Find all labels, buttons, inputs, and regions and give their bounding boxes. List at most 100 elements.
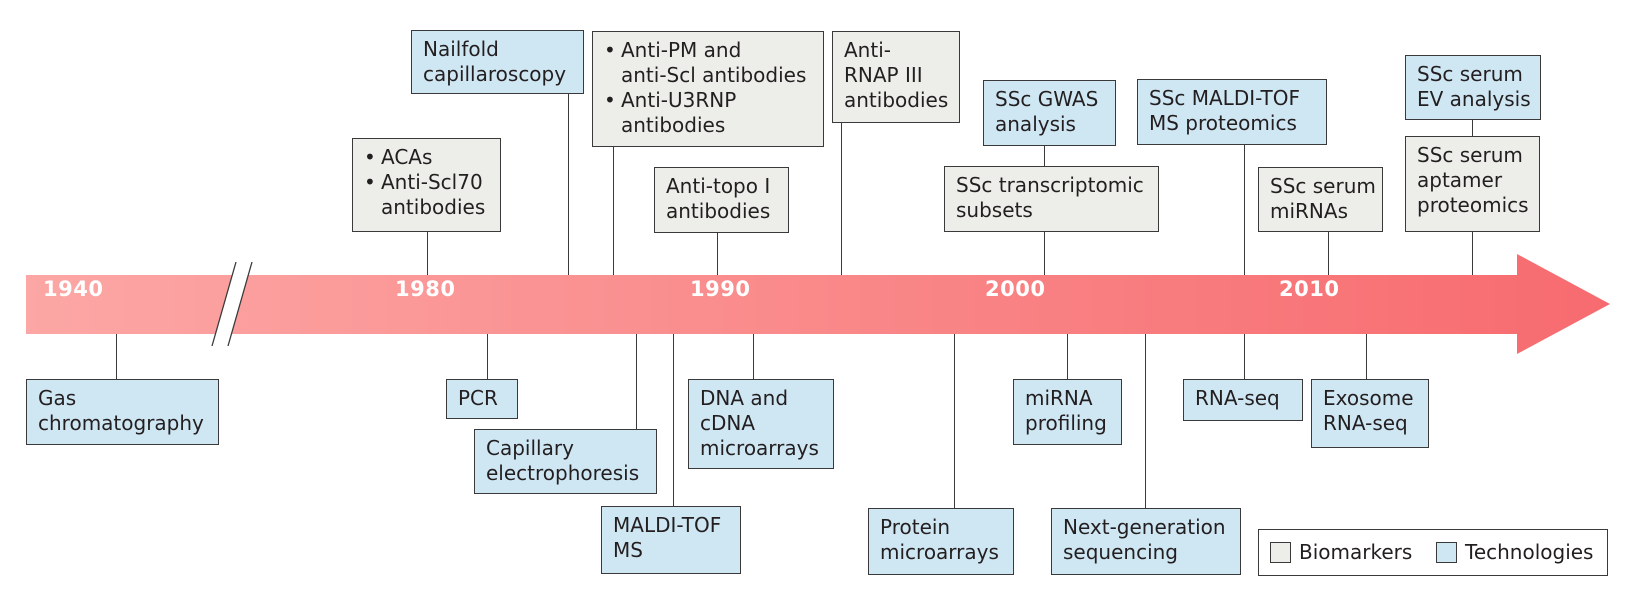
biomarker-acas: ACAs Anti-Scl70 antibodies — [352, 138, 501, 232]
box-text: miRNAs — [1270, 199, 1348, 223]
technology-pcr: PCR — [446, 379, 518, 419]
biomarker-anti-pm: Anti-PM and anti-Scl antibodies Anti-U3R… — [592, 31, 824, 147]
box-text: Anti-topo I — [666, 174, 771, 198]
biomarker-anti-topo: Anti-topo I antibodies — [654, 167, 789, 233]
box-text: microarrays — [880, 540, 999, 564]
technology-nailfold: Nailfold capillaroscopy — [411, 30, 584, 94]
box-text: chromatography — [38, 411, 204, 435]
box-text: miRNA — [1025, 386, 1093, 410]
year-2000: 2000 — [985, 277, 1046, 301]
connector — [487, 334, 488, 379]
bullet-text: ACAs — [364, 145, 491, 170]
bullet-text: Anti-PM and — [604, 38, 814, 63]
box-text: antibodies — [844, 88, 949, 112]
box-text: EV analysis — [1417, 87, 1531, 111]
connector — [1244, 145, 1245, 275]
box-text: cDNA — [700, 411, 756, 435]
bullet-text: Anti-Scl70 — [364, 170, 491, 195]
box-text: antibodies — [666, 199, 771, 223]
connector — [1328, 232, 1329, 275]
box-text: Nailfold — [423, 37, 499, 61]
connector — [1472, 120, 1473, 136]
connector — [753, 334, 754, 379]
box-text: SSc GWAS — [995, 87, 1099, 111]
connector — [1244, 334, 1245, 379]
year-1980: 1980 — [395, 277, 456, 301]
box-text: capillaroscopy — [423, 62, 567, 86]
box-text: RNAP III — [844, 63, 923, 87]
connector — [717, 233, 718, 275]
box-text: Capillary — [486, 436, 574, 460]
connector — [841, 123, 842, 275]
legend-swatch-biomarkers — [1270, 542, 1291, 563]
box-text: RNA-seq — [1323, 411, 1408, 435]
year-1990: 1990 — [690, 277, 751, 301]
legend-label-technologies: Technologies — [1465, 540, 1594, 564]
connector — [1145, 334, 1146, 508]
connector — [1044, 232, 1045, 275]
connector — [1067, 334, 1068, 379]
box-text: SSc serum — [1417, 62, 1523, 86]
connector — [568, 93, 569, 275]
box-text: subsets — [956, 198, 1033, 222]
technology-mirna-profiling: miRNA profiling — [1013, 379, 1122, 445]
legend-label-biomarkers: Biomarkers — [1299, 540, 1413, 564]
box-text: Next-generation — [1063, 515, 1226, 539]
technology-protein-microarrays: Protein microarrays — [868, 508, 1014, 575]
box-text: aptamer — [1417, 168, 1503, 192]
box-text: MALDI-TOF — [613, 513, 722, 537]
box-text: MS — [613, 538, 643, 562]
box-text: proteomics — [1417, 193, 1529, 217]
technology-ssc-gwas: SSc GWAS analysis — [983, 80, 1116, 146]
connector — [954, 334, 955, 508]
year-1940: 1940 — [43, 277, 104, 301]
technology-dna-microarrays: DNA and cDNA microarrays — [688, 379, 834, 469]
technology-next-generation-sequencing: Next-generation sequencing — [1051, 508, 1241, 575]
connector — [1044, 146, 1045, 166]
technology-ssc-ev: SSc serum EV analysis — [1405, 55, 1541, 120]
biomarker-ssc-transcriptomic: SSc transcriptomic subsets — [944, 166, 1159, 232]
biomarker-ssc-serum-aptamer: SSc serum aptamer proteomics — [1405, 136, 1540, 232]
box-text: Gas — [38, 386, 77, 410]
box-text: Exosome — [1323, 386, 1414, 410]
bullet-text-continued: anti-Scl antibodies — [621, 63, 807, 87]
bullet-text-continued: antibodies — [381, 195, 486, 219]
technology-capillary-electrophoresis: Capillary electrophoresis — [474, 429, 657, 494]
biomarker-ssc-serum-mirnas: SSc serum miRNAs — [1258, 167, 1383, 232]
box-text: microarrays — [700, 436, 819, 460]
box-text: Protein — [880, 515, 951, 539]
box-text: RNA-seq — [1195, 386, 1280, 410]
box-text: analysis — [995, 112, 1076, 136]
biomarker-anti-rnap: Anti- RNAP III antibodies — [832, 31, 960, 123]
connector — [613, 147, 614, 275]
technology-ssc-maldi: SSc MALDI-TOF MS proteomics — [1137, 79, 1327, 145]
connector — [1366, 334, 1367, 379]
box-text: MS proteomics — [1149, 111, 1297, 135]
timeline-arrow-shape — [26, 254, 1610, 354]
technology-rna-seq: RNA-seq — [1183, 379, 1303, 421]
connector — [636, 334, 637, 429]
bullet-text: Anti-U3RNP — [604, 88, 814, 113]
box-text: SSc transcriptomic — [956, 173, 1144, 197]
box-text: DNA and — [700, 386, 789, 410]
technology-gas-chromatography: Gas chromatography — [26, 379, 219, 445]
box-text: Anti- — [844, 38, 891, 62]
bullet-text-continued: antibodies — [621, 113, 726, 137]
connector — [673, 334, 674, 506]
box-text: SSc serum — [1417, 143, 1523, 167]
year-2010: 2010 — [1279, 277, 1340, 301]
box-text: PCR — [458, 386, 498, 410]
technology-maldi-tof-ms: MALDI-TOF MS — [601, 506, 741, 574]
box-text: electrophoresis — [486, 461, 640, 485]
connector — [427, 232, 428, 275]
technology-exosome-rna-seq: Exosome RNA-seq — [1311, 379, 1429, 448]
box-text: sequencing — [1063, 540, 1178, 564]
axis-break-icon — [211, 261, 253, 347]
box-text: SSc serum — [1270, 174, 1376, 198]
box-text: SSc MALDI-TOF — [1149, 86, 1300, 110]
connector — [116, 334, 117, 379]
connector — [1472, 232, 1473, 275]
box-text: profiling — [1025, 411, 1107, 435]
